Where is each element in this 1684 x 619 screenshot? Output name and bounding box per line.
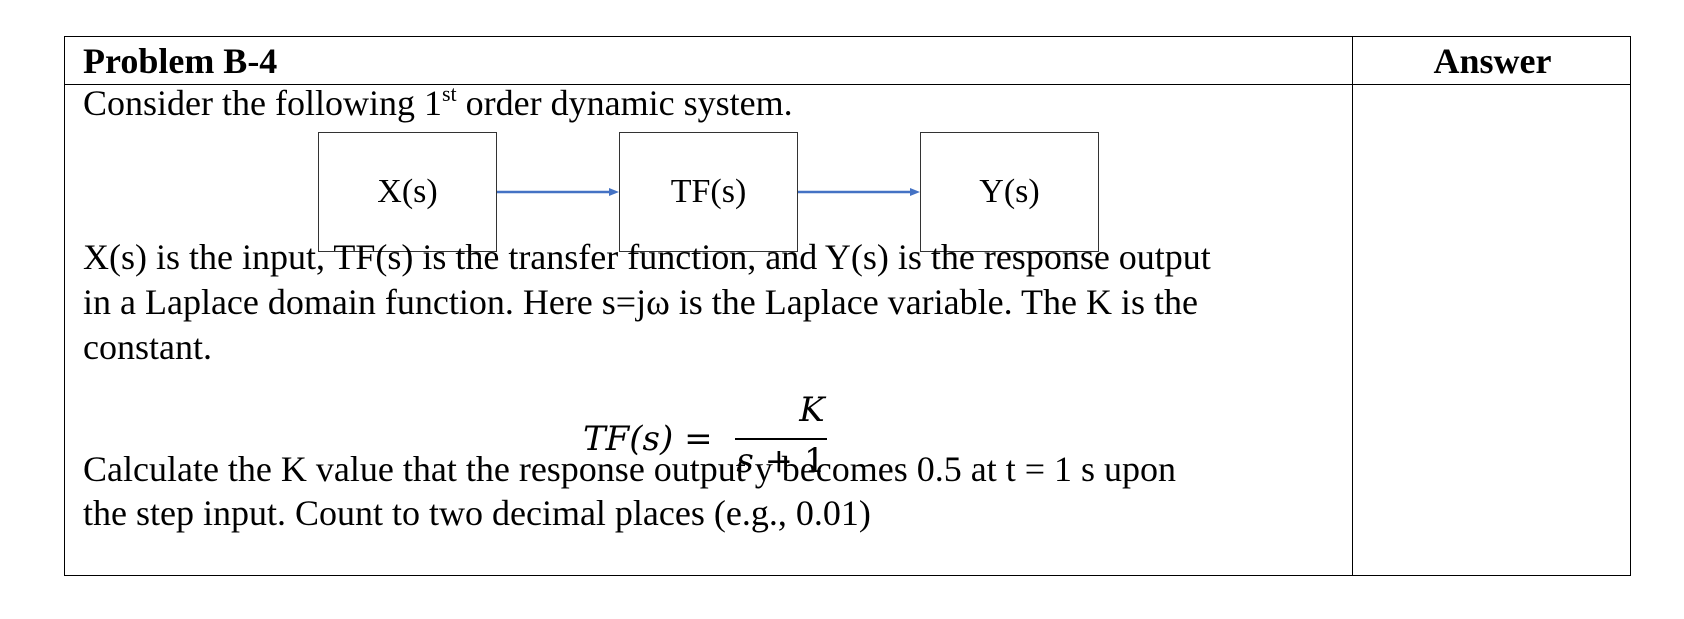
task-line-1: Calculate the K value that the response … — [83, 449, 1177, 489]
intro-superscript: st — [441, 81, 457, 106]
denominator-variable: s — [736, 441, 754, 481]
output-block: Y(s) — [920, 132, 1099, 252]
problem-title: Problem B-4 — [83, 41, 278, 81]
description-line-2: in a Laplace domain function. Here s=jω … — [83, 282, 1198, 322]
arrow-input-to-tf — [497, 188, 619, 196]
column-divider — [1352, 37, 1353, 575]
tf-label: TF(s) — [670, 173, 747, 210]
transfer-function-equation: TF(s) = K s + 1 — [583, 390, 883, 485]
input-label: X(s) — [377, 173, 438, 210]
equation-lhs-text: TF(s) — [583, 419, 674, 459]
header-divider — [65, 84, 1630, 85]
intro-suffix: order dynamic system. — [456, 83, 793, 123]
answer-title: Answer — [1433, 41, 1552, 81]
intro-text: Consider the following 1st order dynamic… — [83, 81, 793, 130]
answer-cell[interactable] — [1355, 87, 1630, 575]
equation-numerator: K — [799, 390, 825, 430]
output-label: Y(s) — [979, 173, 1040, 210]
arrow-tf-to-output — [798, 188, 920, 196]
denominator-constant: + 1 — [753, 441, 826, 481]
input-block: X(s) — [318, 132, 497, 252]
task-line-2: the step input. Count to two decimal pla… — [83, 493, 871, 533]
description-line-1: X(s) is the input, TF(s) is the transfer… — [83, 237, 1211, 277]
description-line-3: constant. — [83, 327, 212, 367]
transfer-function-block: TF(s) — [619, 132, 798, 252]
equation-denominator: s + 1 — [735, 441, 827, 481]
problem-table: Problem B-4 Answer Consider the followin… — [64, 36, 1631, 576]
fraction-bar — [735, 438, 827, 440]
intro-prefix: Consider the following 1 — [83, 83, 442, 123]
equation-lhs: TF(s) = — [583, 419, 713, 459]
equation-equals: = — [684, 419, 713, 459]
